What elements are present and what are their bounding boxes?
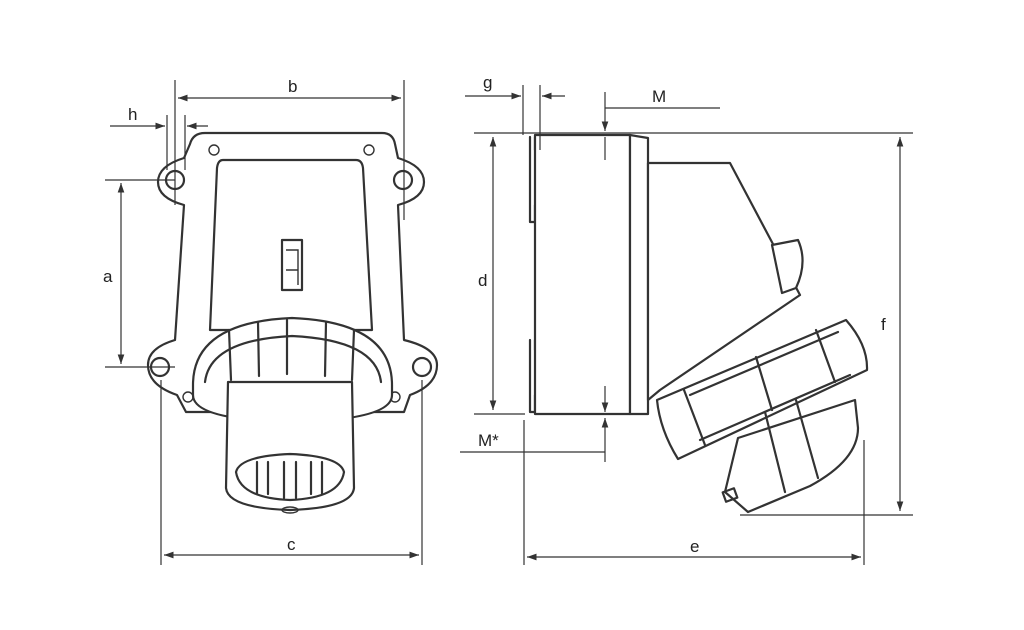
- side-socket-plug: [723, 398, 860, 514]
- mounting-hole-bottom-right: [411, 356, 433, 378]
- screw-top-right: [363, 144, 375, 156]
- plug-shroud: [224, 380, 356, 512]
- label-f: f: [881, 315, 886, 334]
- front-inner-panel: [208, 158, 374, 332]
- label-d: d: [478, 271, 487, 290]
- side-bottom-tab: [721, 487, 739, 503]
- locking-ring-inner-edge: [203, 334, 383, 384]
- label-a: a: [103, 267, 113, 286]
- label-m-star: M*: [478, 431, 499, 450]
- label-h: h: [128, 105, 137, 124]
- side-socket-ribs: [682, 328, 837, 494]
- side-body: [533, 133, 632, 416]
- pin-center: [282, 460, 298, 500]
- pin-right: [309, 460, 324, 496]
- label-e: e: [690, 537, 699, 556]
- earth-marker-detail: [286, 249, 299, 285]
- pin-bottom-tab: [281, 506, 299, 514]
- front-view: [146, 131, 439, 514]
- earth-marker: [280, 238, 304, 292]
- label-g: g: [483, 73, 492, 92]
- side-latch: [770, 238, 804, 295]
- label-b: b: [288, 77, 297, 96]
- side-flange: [628, 133, 650, 416]
- mounting-hole-top-right: [392, 169, 414, 191]
- screw-top-left: [208, 144, 220, 156]
- dimension-labels: b h a c g M d M* e f: [103, 73, 886, 556]
- plug-face: [234, 452, 346, 502]
- dimension-lines: [105, 80, 913, 565]
- label-c: c: [287, 535, 296, 554]
- side-socket-edge: [688, 330, 852, 442]
- locking-ring-grip: [227, 318, 356, 382]
- pin-left: [255, 460, 270, 496]
- side-view: [528, 133, 869, 514]
- side-angled-housing: [646, 161, 802, 402]
- side-socket-block: [655, 318, 869, 461]
- label-m: M: [652, 87, 666, 106]
